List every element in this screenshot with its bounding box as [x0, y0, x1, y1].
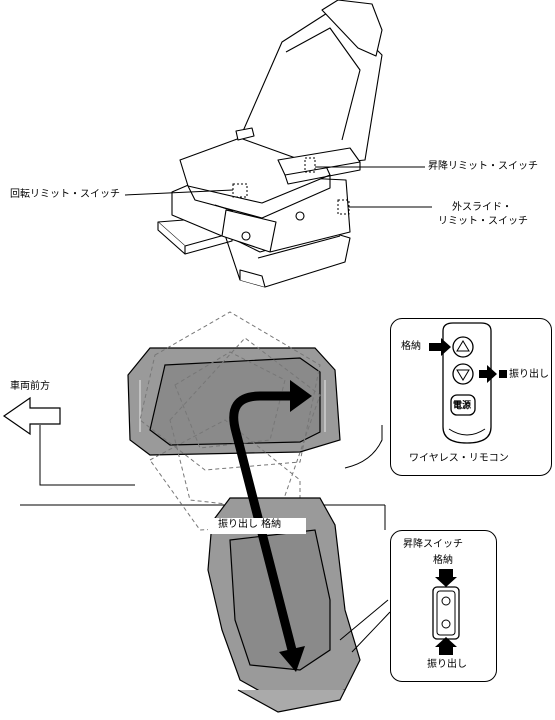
- wireless-remote-panel: 格納 振り出し 電源 ワイヤレス・リモコン: [390, 318, 552, 476]
- arrow-head-store: [290, 380, 312, 412]
- vehicle-front-label: 車両前方: [10, 381, 50, 392]
- store-arrow-icon: [429, 338, 451, 356]
- remote-store-label: 格納: [401, 341, 421, 352]
- lift-switch-panel: 昇降スイッチ 格納 振り出し: [390, 530, 497, 682]
- lift-switch-title: 昇降スイッチ: [403, 539, 463, 550]
- lift-limit-switch-label: 昇降リミット・スイッチ: [428, 161, 538, 172]
- leader-lines: [124, 166, 432, 208]
- outer-slide-label-line1: 外スライド・: [452, 202, 512, 213]
- lift-swing-out-label: 振り出し: [427, 659, 467, 670]
- power-button-label: 電源: [453, 401, 472, 411]
- lift-store-label: 格納: [433, 555, 453, 566]
- rotation-limit-switch-label: 回転リミット・スイッチ: [10, 189, 120, 200]
- outer-slide-label-line2: リミット・スイッチ: [438, 216, 528, 227]
- arrow-head-swing-out: [279, 646, 305, 672]
- remote-swing-out-label: 振り出し: [509, 369, 549, 380]
- seat-illustration: [157, 0, 383, 288]
- remote-caption: ワイヤレス・リモコン: [409, 453, 509, 464]
- lift-switch-drawing: [432, 569, 460, 655]
- vehicle-front-arrow: [2, 396, 61, 436]
- swing-store-label: 振り出し 格納: [218, 519, 282, 530]
- remote-drawing: [429, 322, 507, 444]
- lift-switch-leader: [339, 599, 391, 653]
- movement-arrow: [229, 391, 297, 652]
